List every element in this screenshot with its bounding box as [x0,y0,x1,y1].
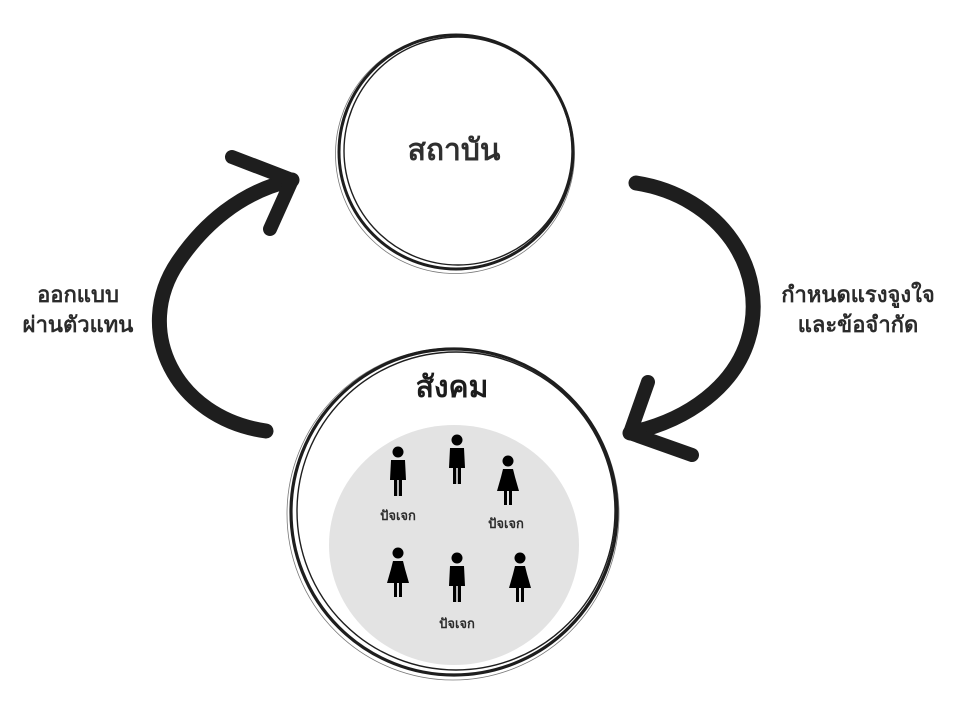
individual-label: ปัจเจก [488,517,524,532]
right-arrow [622,175,761,462]
society-circle [286,347,620,681]
society-label: สังคม [416,370,489,405]
right-edge-label-line2: และข้อจำกัด [798,313,919,338]
left-edge-label-line1: ออกแบบ [37,283,119,308]
right-edge-label-line1: กำหนดแรงจูงใจ [781,281,935,309]
left-edge-label-line2: ผ่านตัวแทน [23,313,134,338]
individual-label: ปัจเจก [380,509,416,524]
institution-label: สถาบัน [408,133,501,168]
right-edge-label: กำหนดแรงจูงใจ และข้อจำกัด [781,281,935,338]
left-arrow [151,150,300,439]
institution-circle [335,33,575,274]
individual-label: ปัจเจก [439,617,475,632]
left-edge-label: ออกแบบ ผ่านตัวแทน [23,283,134,338]
